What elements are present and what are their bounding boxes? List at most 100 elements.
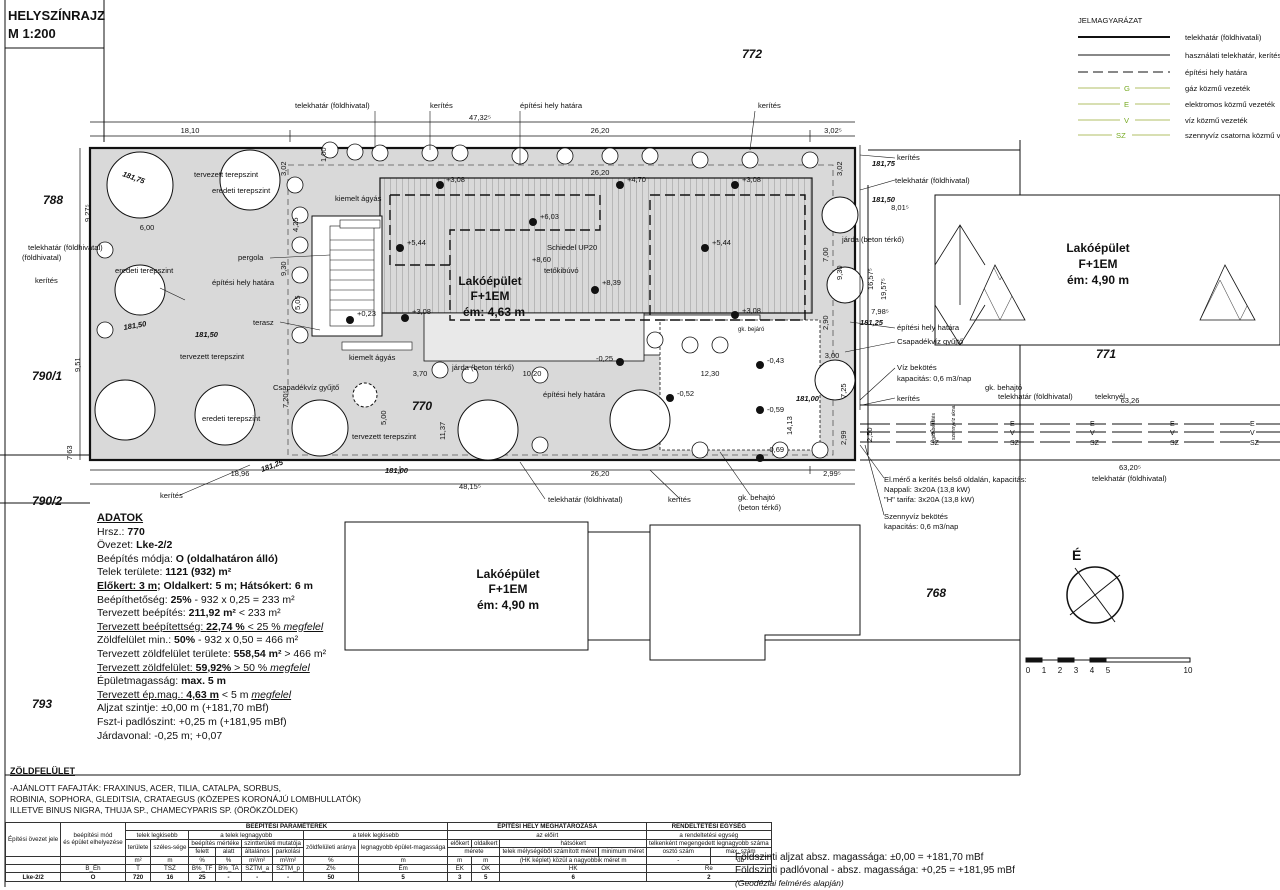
- level-m052: -0,52: [677, 389, 694, 398]
- dim-290: 2,90: [821, 315, 830, 330]
- data-tzf: Tervezett zöldfelület: 59,92% > 50 % meg…: [97, 661, 310, 674]
- row-szelesseg: 16: [150, 872, 190, 882]
- elev-18150b: 181,50: [123, 319, 148, 332]
- dim-370: 3,70: [413, 369, 428, 378]
- level-m059: -0,59: [767, 405, 784, 414]
- th-ovezet: Építési övezet jele: [4, 822, 62, 857]
- right-building-height: ém: 4,90 m: [1067, 273, 1129, 287]
- parcel-770: 770: [412, 399, 432, 413]
- label-kerites-bot2: kerítés: [668, 495, 691, 504]
- dim-top-total: 47,32⁵: [469, 113, 491, 122]
- dim-left-c: 7,63: [65, 445, 74, 460]
- building-envelope: [389, 194, 806, 321]
- label-htarifa: "H" tarifa: 3x20A (13,8 kW): [884, 495, 975, 504]
- th-altalanos: általános: [241, 847, 274, 857]
- svg-text:V: V: [930, 430, 935, 437]
- th-szintter: szintterületi mutatója: [241, 838, 304, 849]
- level-603: +6,03: [540, 212, 559, 221]
- label-telekhatar-right2: telekhatár (földhivatal): [998, 392, 1073, 401]
- label-elmero: El.mérő a kerítés belső oldalán, kapacit…: [884, 475, 1027, 484]
- elev-18175b: 181,75: [872, 159, 896, 168]
- level-markers: [346, 181, 764, 462]
- svg-text:SZ: SZ: [1090, 440, 1100, 447]
- label-telekhatar-left1: telekhatár (földhivatal): [28, 243, 103, 252]
- data-zmin: Zöldfelület min.: 50% - 932 x 0,50 = 466…: [97, 634, 299, 647]
- level-860: +8,60: [532, 255, 551, 264]
- building-limit-line: [287, 164, 834, 456]
- label-kiemelt-2: kiemelt ágyás: [349, 353, 396, 362]
- label-nappali: Nappali: 3x20A (13,8 kW): [884, 485, 971, 494]
- north-arrow: [1066, 566, 1124, 624]
- data-tz: Tervezett zöldfelület területe: 558,54 m…: [97, 647, 327, 660]
- code-6: SZTM_p: [272, 863, 304, 874]
- row-altalanos: -: [241, 872, 274, 882]
- label-tetokibuvo: tetőkibúvó: [544, 266, 579, 275]
- label-epitesi-mid: építési hely határa: [543, 390, 606, 399]
- dim-bot-b: 26,20: [591, 469, 610, 478]
- code-3: B%_TF: [188, 863, 216, 874]
- row-alatt: -: [214, 872, 243, 882]
- code-5: SZTM_a: [241, 863, 274, 874]
- data-tbs: Tervezett beépítettség: 22,74 % < 25 % m…: [97, 620, 324, 633]
- code-11: HK: [499, 863, 647, 874]
- elev-18100b: 181,00: [385, 466, 409, 475]
- label-tervezett-1: tervezett terepszint: [194, 170, 259, 179]
- scale-tick-1: 1: [1042, 666, 1047, 675]
- th-telek-legnagyobb: a telek legnagyobb: [188, 830, 304, 840]
- th-rend-egyseg: a rendeltetési egység: [645, 830, 772, 840]
- data-terulet: Telek területe: 1121 (932) m²: [97, 566, 232, 579]
- label-kiemelt-1: kiemelt ágyás: [335, 194, 382, 203]
- label-foldhivatal-left: (földhivatal): [22, 253, 62, 262]
- label-terasz: terasz: [253, 318, 274, 327]
- bottom-building-name: Lakóépület: [476, 567, 539, 581]
- legend-item-4: elektromos közmű vezeték: [1185, 100, 1275, 109]
- data-tb: Tervezett beépítés: 211,92 m² < 233 m²: [97, 607, 281, 620]
- label-szennyviz-kap: kapacitás: 0,6 m3/nap: [884, 522, 958, 531]
- dim-bot-total: 48,15⁵: [459, 482, 481, 491]
- unit-5: m²/m²: [272, 855, 304, 865]
- dim-801: 8,01⁵: [891, 203, 909, 212]
- label-gk-bejaro: gk. bejáró: [738, 327, 765, 333]
- data-jarda: Járdavonal: -0,25 m; +0,07: [97, 729, 223, 742]
- level-470: +4,70: [627, 175, 646, 184]
- unit-2: %: [188, 855, 216, 865]
- parcel-772: 772: [742, 47, 762, 61]
- row-oldalkert: 5: [471, 872, 501, 882]
- label-szennyviz-akna: szennyvíz akna: [951, 405, 957, 440]
- label-eredeti-1: eredeti terepszint: [212, 186, 271, 195]
- dim-1413: 14,13: [785, 416, 794, 435]
- parcel-790-2: 790/2: [32, 494, 62, 508]
- green-line-3: ILLETVE BINUS NIGRA, THUJA SP., CHAMECYP…: [10, 805, 298, 815]
- data-hrsz: Hrsz.: 770: [97, 525, 145, 538]
- scale-tick-5: 5: [1106, 666, 1111, 675]
- data-mod: Beépítés módja: O (oldalhatáron álló): [97, 552, 278, 565]
- dimension-lines: [79, 121, 1270, 485]
- label-kerites-right2: kerítés: [897, 394, 920, 403]
- data-fszt: Fszt-i padlószint: +0,25 m (+181,95 mBf): [97, 715, 287, 728]
- label-eredeti-3: eredeti terepszint: [202, 414, 261, 423]
- svg-text:V: V: [1170, 430, 1175, 437]
- data-header: ADATOK: [97, 512, 144, 524]
- legend-item-0: telekhatár (földhivatali): [1185, 33, 1262, 42]
- dim-250: 2,50: [865, 427, 874, 442]
- th-oldalkert: oldalkert: [471, 838, 501, 849]
- dim-1230: 12,30: [701, 369, 720, 378]
- label-jarda-mid: járda (beton térkő): [451, 363, 515, 372]
- label-gk-behajto-right: gk. behajtó: [985, 383, 1022, 392]
- svg-text:SZ: SZ: [1010, 440, 1020, 447]
- bottom-building-floors: F+1EM: [488, 582, 527, 596]
- dim-505: 5,05: [293, 295, 302, 310]
- parcel-793: 793: [32, 697, 52, 711]
- row-egyseg: 2: [645, 872, 772, 882]
- label-telekhatar-bot: telekhatár (földhivatal): [548, 495, 623, 504]
- dim-700: 7,00: [821, 247, 830, 262]
- dim-425: 4,25: [291, 217, 300, 232]
- utility-lines: [860, 404, 1280, 461]
- level-544b: +5,44: [712, 238, 731, 247]
- row-hatsokert: 6: [499, 872, 647, 882]
- svg-text:E: E: [1090, 421, 1095, 428]
- th-telkenkent: telkenként megengedett legnagyobb száma: [645, 838, 772, 849]
- th-merete: mérete: [447, 847, 501, 857]
